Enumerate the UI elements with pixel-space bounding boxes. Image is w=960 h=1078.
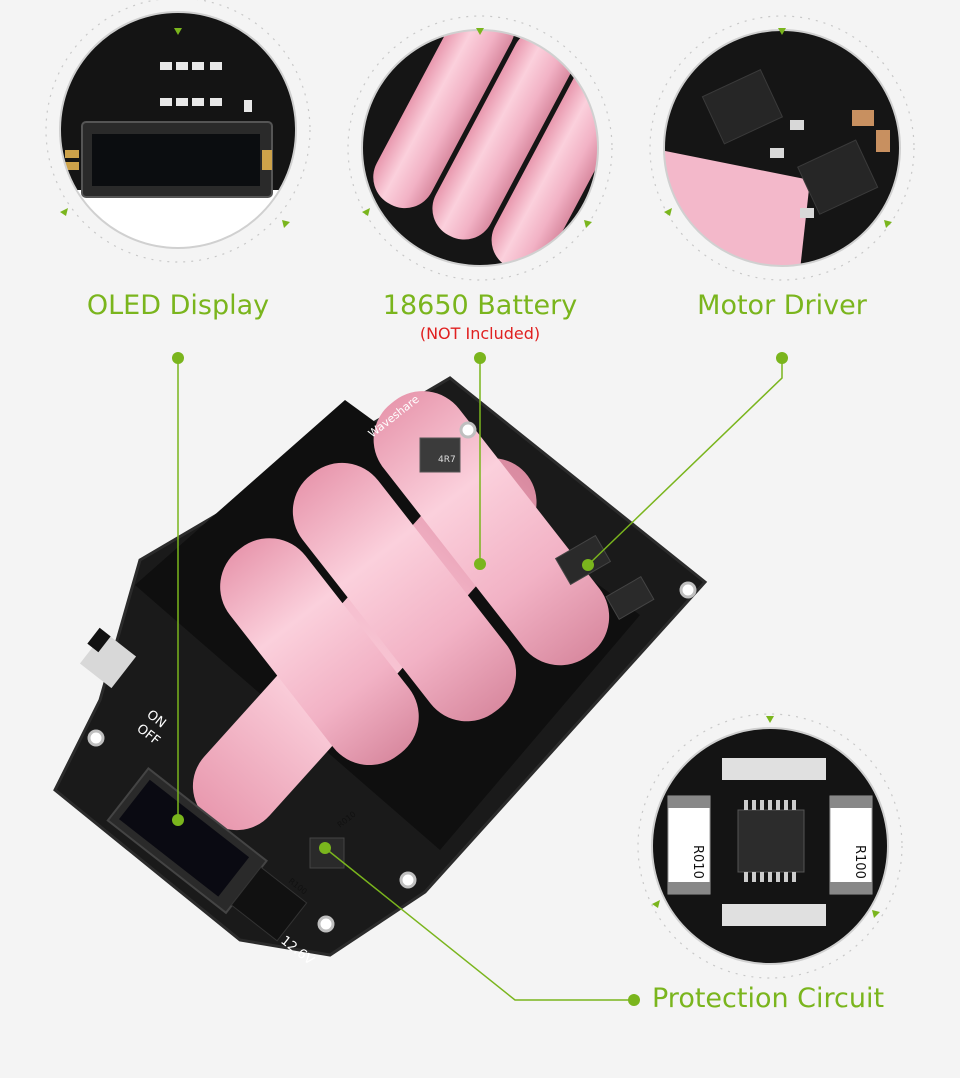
motor-driver-label: Motor Driver — [697, 290, 867, 321]
battery-detail-circle — [347, 15, 613, 281]
battery-not-included-note: (NOT Included) — [419, 324, 541, 343]
oled-display-label: OLED Display — [86, 290, 270, 321]
oled-detail-circle — [45, 0, 311, 263]
leader-dots — [172, 352, 788, 1006]
inductor-marking: 4R7 — [438, 455, 456, 465]
protection-circuit-label: Protection Circuit — [652, 983, 885, 1014]
main-board: Waveshare ON OFF 12.6V 4R7 R010 R100 — [53, 376, 708, 969]
battery-label: 18650 Battery — [382, 290, 578, 321]
leader-lines — [177, 358, 783, 1001]
resistor-r100-label: R100 — [852, 845, 867, 879]
protection-detail-circle: R010 R100 — [637, 713, 903, 979]
motor-detail-circle — [649, 15, 915, 281]
resistor-r010-label: R010 — [690, 845, 705, 879]
